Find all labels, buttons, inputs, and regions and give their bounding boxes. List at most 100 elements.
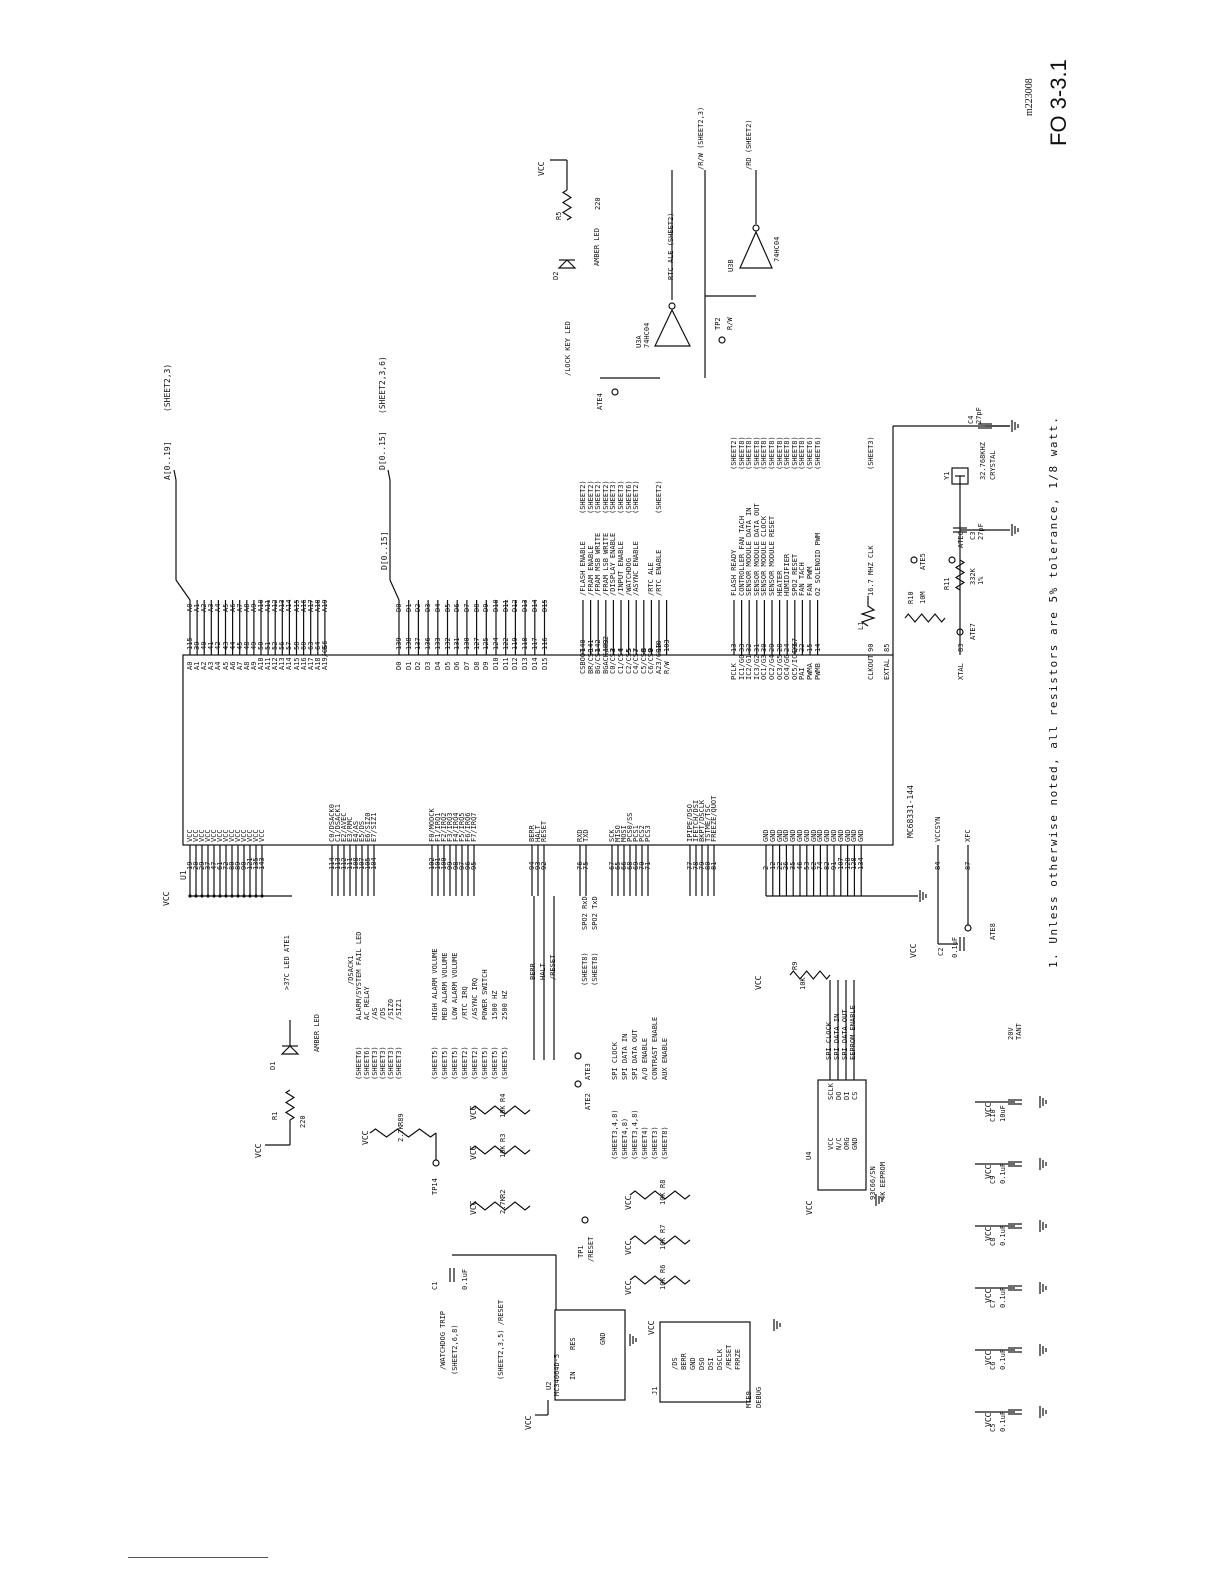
junction-dot [212,894,216,898]
tpu-signal: SENSOR MODULE RESET [768,515,776,596]
junction-dot [200,894,204,898]
figure-id: FO 3-3.1 [1046,59,1071,146]
vcc-label: VCC [254,1143,263,1158]
ate7-testpoint[interactable] [956,628,964,636]
junction-dot [218,894,222,898]
data-net-label: D14 [530,599,539,612]
tp14-testpoint[interactable] [432,1159,440,1167]
portf-sheet: (SHEET5) [491,1046,499,1080]
u1-pin-number: 134 [857,857,866,870]
portf-signal: LOW ALARM VOLUME [451,952,459,1020]
u3a-part: 74HC04 [643,322,651,348]
portf-signal: 2500 HZ [501,990,509,1020]
vcc-label: VCC [984,1412,993,1427]
tp2-label: R/W [726,317,734,330]
data-net-label: D1 [404,603,413,612]
qspi-sheet: (SHEET3,4,8) [611,1109,619,1160]
decoupling-value: 0.1uF [999,1348,1007,1370]
u1-pin-number: 71 [644,861,652,870]
drawing-number: m223008 [1024,78,1035,116]
qspi-signal: SPI DATA IN [621,1033,629,1080]
tp1-testpoint[interactable] [581,1216,589,1224]
bus-signal: BERR [529,963,537,980]
j1-debug-connector [659,1321,751,1403]
u2-in-pin: IN [569,1371,577,1380]
vcc-label: VCC [524,1415,533,1430]
d1-led [280,1045,300,1055]
data-net-label: D5 [443,603,452,612]
ate2-testpoint[interactable] [574,1080,582,1088]
data-bus-entry [389,579,400,601]
tpu-number: 15 [806,643,814,652]
ate4-testpoint[interactable] [611,388,619,396]
junction-dot [242,894,246,898]
address-bus-trunk [173,469,177,580]
ate8-testpoint[interactable] [964,924,972,932]
u1-pin-number: 87 [964,861,972,870]
u3b-inverter [739,230,773,269]
r6-ref: R6 [659,1264,667,1273]
ctrl-sheet: (SHEET3) [379,1046,387,1080]
j1-pin-label: /DS [671,1357,679,1370]
u3a-bubble[interactable] [668,302,676,310]
data-pin-number: 131 [453,637,462,650]
portf-signal: 1500 HZ [491,990,499,1020]
data-net-label: D8 [472,603,481,612]
address-bus-sheet: (SHEET2,3) [163,363,172,412]
dsack-signal: /DSACK1 [347,955,355,985]
data-net-label: D3 [424,603,433,612]
ate5-testpoint[interactable] [910,556,918,564]
decoupling-value: 0.1uF [999,1410,1007,1432]
d2-ref: D2 [552,271,560,280]
qspi-sheet: (SHEET8) [661,1126,669,1160]
vcc-label: VCC [984,1164,993,1179]
r7-ref: R7 [659,1224,667,1233]
u1-pin-name: RESET [540,820,548,842]
tp2-testpoint[interactable] [718,336,726,344]
u1-ref-label: U1 [179,870,188,880]
tp1-ref: TP1 [577,1245,585,1258]
c4-value: 27pF [975,407,983,424]
u2-mc34064-body [554,1309,626,1401]
data-pin-number: 137 [414,637,423,650]
serial-sheet: (SHEET8) [591,952,599,986]
d2-label: AMBER LED [593,228,601,266]
ate3-testpoint[interactable] [574,1052,582,1060]
data-pin-number: 132 [443,637,452,650]
data-net-label: D0 [395,603,403,612]
r4-ref: R4 [499,1093,507,1102]
ate6-testpoint[interactable] [948,556,956,564]
ctrl-signal: /DS [379,1007,387,1020]
tpu-pin: PWMA [806,663,814,680]
tpu-sheet: (SHEET2) [730,436,738,470]
r11-ref: R11 [943,577,951,590]
u4-signal: SPI DATA IN [833,1013,841,1060]
u1-pin-number: 143 [258,857,266,870]
vcc-label: VCC [984,1102,993,1117]
tpu-pin: PCLK [730,663,738,680]
decoupling-value: 0.1uF [999,1162,1007,1184]
u1-pin-name: TXD [582,829,590,842]
data-net-label: D15 [540,599,549,612]
d2-led [557,259,577,269]
ctrl-sheet: (SHEET3) [395,1046,403,1080]
tpu-number: 13 [730,643,738,652]
j1-pin-label: DSI [707,1357,715,1370]
ate2-label: ATE2 [584,1093,592,1110]
tpu-pin: OC2/G4 [768,654,776,680]
portf-sheet: (SHEET5) [481,1046,489,1080]
ate1-desc: >37C LED [283,956,291,990]
decoupling-value: 0.1uF [999,1224,1007,1246]
junction-dot [224,894,228,898]
u1-pin-number: 81 [710,861,718,870]
junction-dot [206,894,210,898]
ctrl-sheet: (SHEET3) [387,1046,395,1080]
data-pin-name: D15 [540,657,549,670]
clkout-num: 90 [867,643,875,652]
address-bus-name: A[0..19] [163,441,172,480]
j1-pin-label: DSCLK [716,1348,724,1370]
ctrl-sheet: (SHEET6) [355,1046,363,1080]
u3b-bubble[interactable] [752,224,760,232]
ctrl-signal: ALARM/SYSTEM FAIL LED [355,931,363,1020]
r1-resistor [284,1089,296,1121]
